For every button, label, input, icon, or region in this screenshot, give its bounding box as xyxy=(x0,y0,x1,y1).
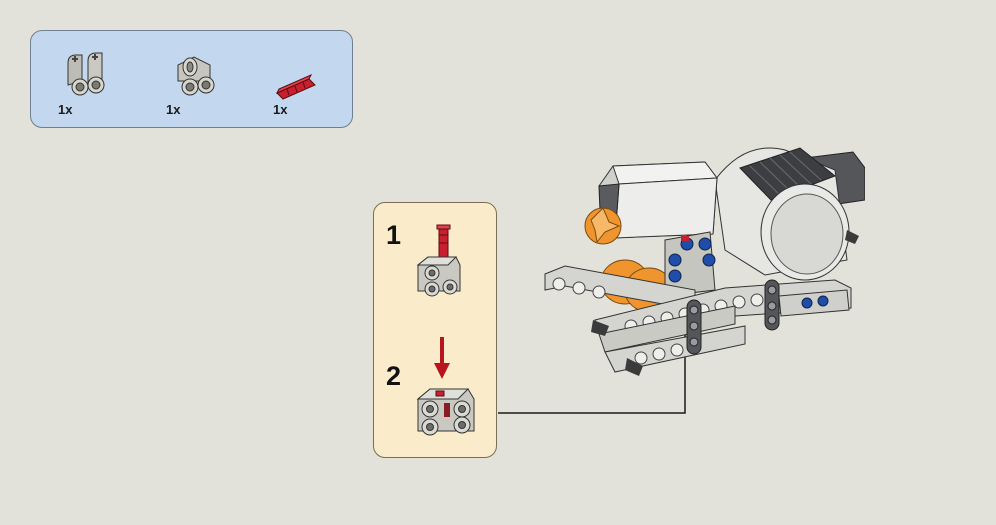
arrow-down-icon xyxy=(440,337,444,367)
double-cross-block-icon xyxy=(67,52,105,96)
substep-2-illustration xyxy=(416,337,475,436)
substep-number-1: 1 xyxy=(386,220,402,250)
part-double-cross-block: 1x xyxy=(58,45,128,123)
part-pin-connector-block: 1x xyxy=(166,45,236,123)
axle-pin-icon xyxy=(275,73,316,100)
robot-model-illustration xyxy=(544,147,865,376)
parts-list-panel: 1x 1x 1x xyxy=(30,30,353,128)
substeps-panel: 1 2 xyxy=(373,202,497,458)
part-axle-pin: 1x xyxy=(273,45,343,123)
part-quantity: 1x xyxy=(166,102,181,117)
pin-connector-block-icon xyxy=(177,56,215,96)
substep-1-illustration xyxy=(416,224,461,297)
substep-number-2: 2 xyxy=(386,361,402,391)
part-quantity: 1x xyxy=(58,102,73,117)
part-quantity: 1x xyxy=(273,102,288,117)
